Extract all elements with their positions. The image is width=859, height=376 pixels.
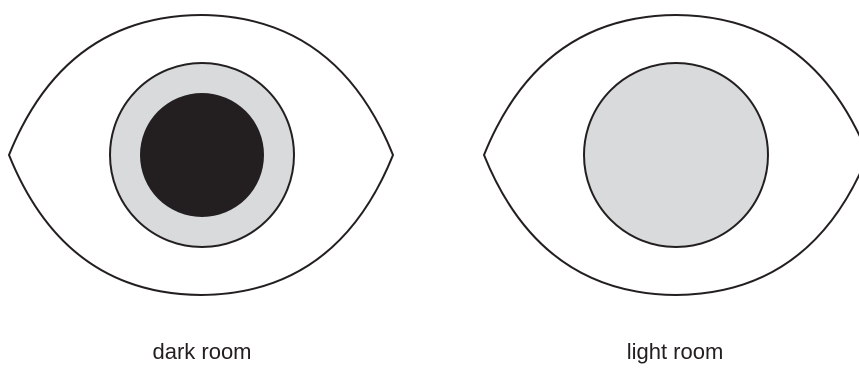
- caption-light-room: light room: [627, 341, 724, 363]
- pupil-dark-room: [140, 93, 264, 217]
- caption-dark-room: dark room: [152, 341, 251, 363]
- eye-dark-room: [9, 15, 393, 295]
- iris-light-room: [584, 63, 768, 247]
- eye-light-room: [484, 15, 859, 295]
